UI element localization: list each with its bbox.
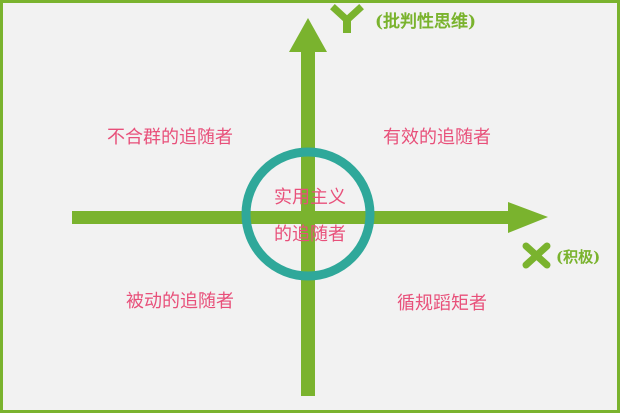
- y-axis-label: (批判性思维): [375, 11, 476, 32]
- x-axis: [72, 202, 548, 233]
- y-axis: [289, 18, 327, 396]
- quadrant-label-top-left: 不合群的追随者: [107, 127, 233, 148]
- x-axis-label: (积极): [556, 248, 600, 266]
- center-circle: [241, 147, 375, 281]
- x-axis-arrow-icon: [508, 202, 548, 233]
- y-letter-icon: [330, 4, 364, 33]
- quadrant-label-bottom-right: 循规蹈矩者: [397, 293, 487, 314]
- x-letter-icon: [522, 242, 551, 269]
- center-label-line1: 实用主义: [274, 187, 346, 208]
- quadrant-label-top-right: 有效的追随者: [383, 127, 491, 148]
- y-axis-arrow-icon: [289, 18, 327, 52]
- center-label-line2: 的追随者: [274, 224, 346, 245]
- quadrant-label-bottom-left: 被动的追随者: [126, 291, 234, 312]
